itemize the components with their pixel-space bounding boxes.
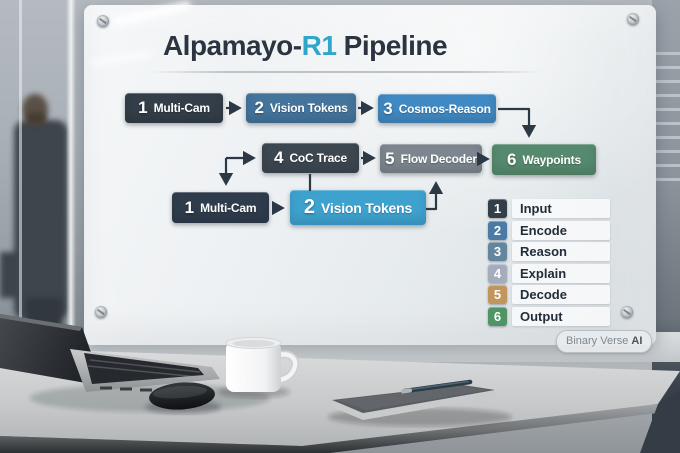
- notebook: [332, 379, 495, 420]
- page-title: Alpamayo-R1 Pipeline: [140, 30, 470, 62]
- mug-body: [226, 341, 281, 392]
- keyboard-rows: [87, 359, 201, 378]
- under-desk-shadow: [640, 390, 680, 453]
- title-accent: R1: [301, 30, 337, 61]
- legend-label: Reason: [512, 242, 610, 261]
- desk-front-edge: [0, 404, 666, 453]
- laptop-ports: [100, 386, 170, 392]
- pen: [400, 379, 473, 394]
- pen-clip: [400, 388, 413, 394]
- badge-text: Binary Verse: [566, 335, 632, 347]
- legend-label: Decode: [512, 285, 610, 304]
- legend-swatch: 5: [488, 285, 507, 304]
- legend-label: Input: [512, 199, 610, 218]
- screw-icon: [627, 13, 639, 25]
- title-part1: Alpamayo-: [162, 30, 302, 61]
- mug-interior: [232, 340, 275, 347]
- person-beard: [26, 112, 46, 126]
- notebook-cover: [332, 385, 495, 413]
- notebook-pages: [332, 391, 495, 420]
- legend-label: Explain: [512, 263, 610, 283]
- glass-panel-edge: [66, 0, 76, 453]
- legend-label: Output: [512, 306, 610, 326]
- screw-icon: [621, 306, 633, 318]
- legend-swatch: 2: [488, 220, 507, 240]
- person-body: [14, 120, 68, 320]
- legend-item-reason: 3 Reason: [488, 242, 610, 261]
- mouse: [149, 382, 215, 410]
- notebook-cover-sheen: [338, 386, 488, 410]
- laptop-screen-edge: [0, 314, 82, 331]
- watermark-badge: Binary Verse AI: [556, 330, 653, 353]
- screw-icon: [95, 306, 107, 318]
- badge-bold-text: AI: [631, 335, 643, 347]
- mug-handle-highlight: [276, 352, 298, 382]
- legend-swatch: 3: [488, 242, 507, 261]
- legend-swatch: 1: [488, 199, 507, 218]
- legend-swatch: 4: [488, 263, 507, 283]
- legend-item-decode: 5 Decode: [488, 285, 610, 304]
- legend-label: Encode: [512, 220, 610, 240]
- laptop-keyboard: [84, 353, 204, 384]
- screw-icon: [97, 15, 109, 27]
- title-part2: Pipeline: [336, 30, 448, 61]
- title-divider: [150, 71, 542, 73]
- coffee-mug: [225, 337, 300, 392]
- legend-swatch: 6: [488, 306, 507, 326]
- glass-panel-edge: [19, 0, 22, 453]
- legend-item-input: 1 Input: [488, 199, 610, 218]
- window-blinds: [652, 52, 680, 182]
